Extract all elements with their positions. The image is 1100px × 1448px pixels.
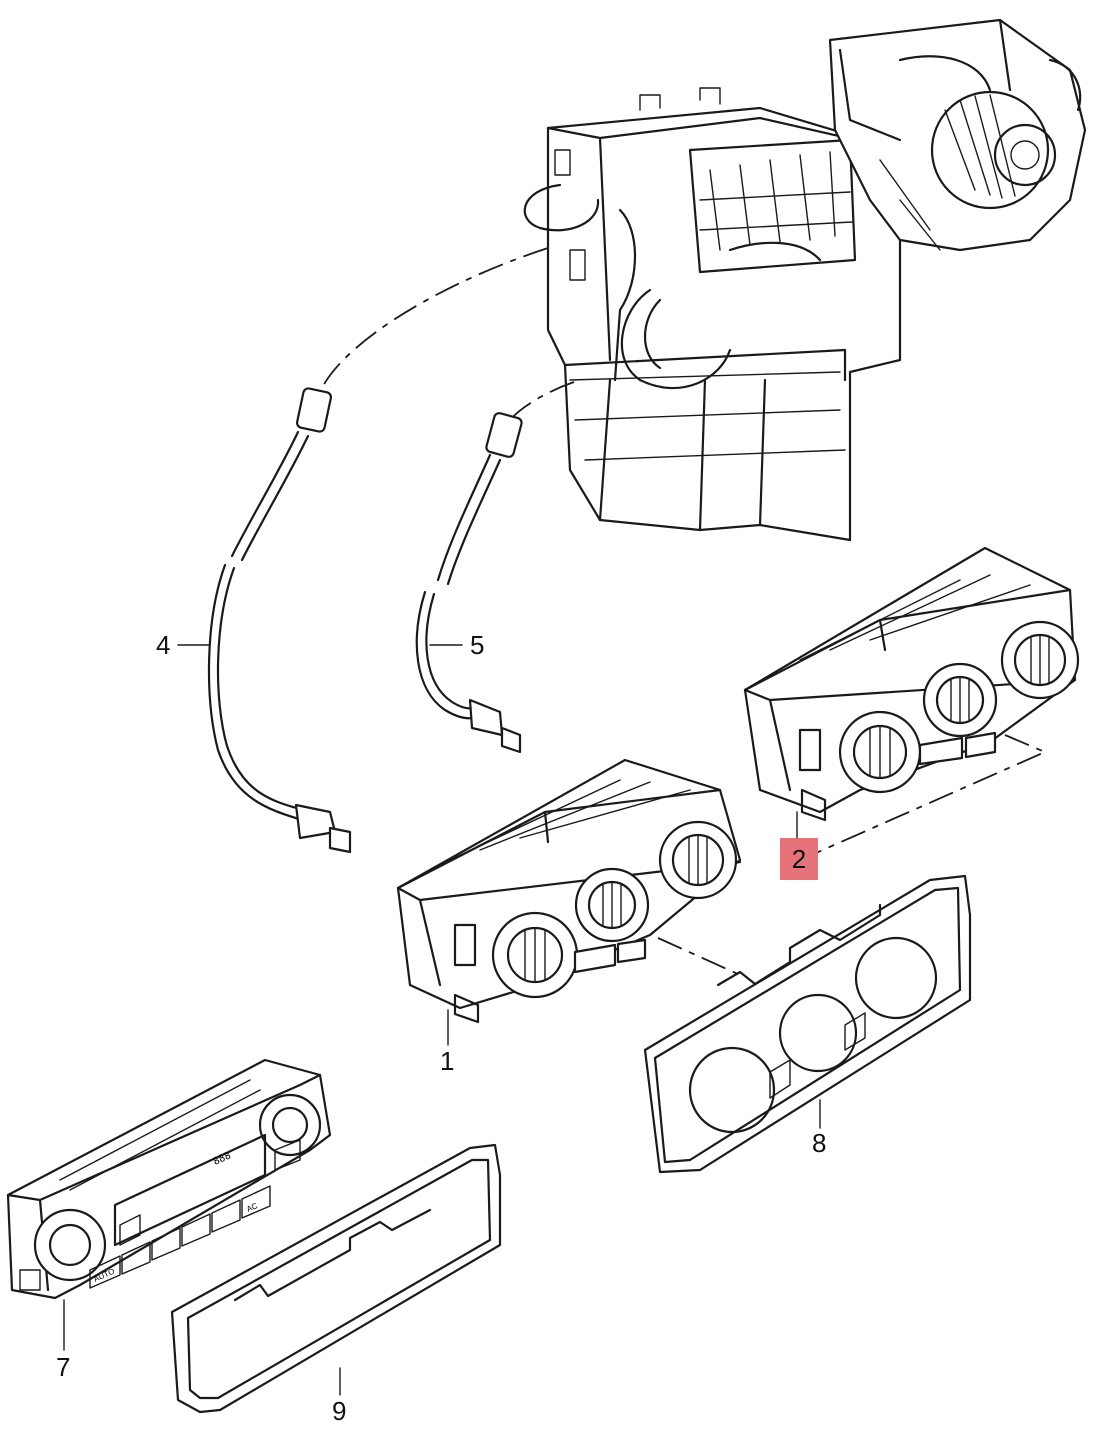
callout-8: 8: [812, 1128, 827, 1158]
climatronic-unit-7: [6, 1058, 332, 1300]
callout-2: 2: [791, 844, 807, 874]
heater-blower-housing: [523, 87, 902, 542]
leader-lines: [63, 644, 821, 1396]
bezel-trim-8: [643, 874, 972, 1174]
bezel-trim-9: [170, 1143, 502, 1414]
callout-7: 7: [56, 1352, 71, 1382]
callout-4: 4: [156, 630, 171, 660]
cable-4: [207, 247, 549, 854]
callout-5: 5: [470, 630, 485, 660]
cable-5: [415, 381, 575, 754]
callout-1: 1: [440, 1046, 455, 1076]
control-unit-2: [743, 546, 1080, 861]
blower-fan-unit: [828, 18, 1087, 252]
panel-7-ac-label: AC: [245, 1201, 259, 1214]
control-unit-1: [396, 758, 742, 1024]
callout-9: 9: [332, 1396, 347, 1426]
callout-2-highlight: 2: [780, 838, 818, 880]
